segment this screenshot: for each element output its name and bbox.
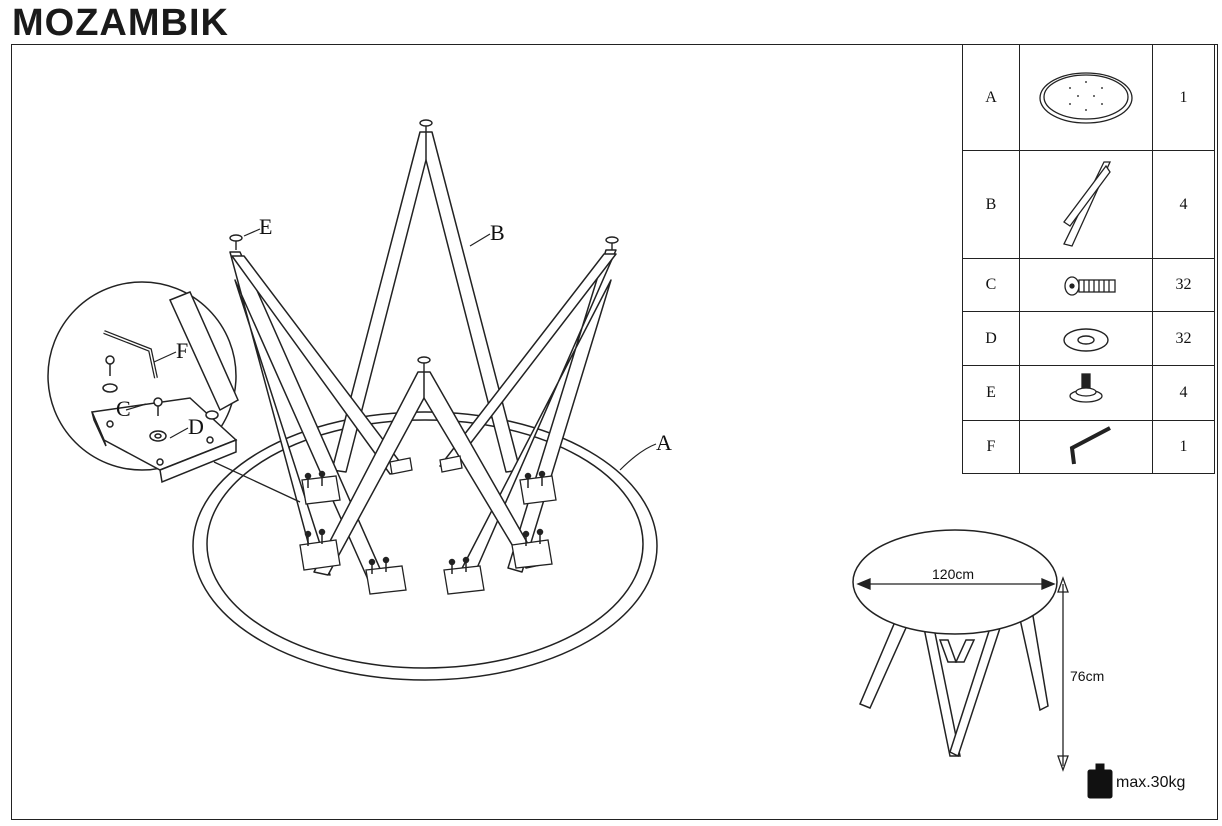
part-letter: B (962, 150, 1020, 259)
part-quantity: 32 (1152, 258, 1215, 312)
max-load-label: max.30kg (1116, 774, 1186, 791)
part-quantity: 4 (1152, 365, 1215, 421)
weight-icon (1087, 763, 1113, 799)
diagram-frame (11, 44, 1218, 820)
foot-glides-drawing (229, 119, 619, 372)
tabletop-drawing (192, 411, 658, 681)
callout-c: C (116, 396, 131, 421)
parts-table: A 1 B 4 C 32 D 32 E 4 F 1 (962, 44, 1215, 474)
part-quantity: 1 (1152, 44, 1215, 151)
mounting-plates-drawing (299, 455, 557, 595)
callout-leaders (125, 228, 657, 471)
height-dimension: 76cm (1070, 668, 1105, 684)
parts-row-c: C 32 (962, 258, 1215, 312)
part-quantity: 32 (1152, 311, 1215, 366)
callout-f: F (176, 338, 189, 363)
parts-row-f: F 1 (962, 420, 1215, 474)
legs-drawing (229, 131, 617, 585)
callout-e: E (259, 214, 273, 239)
callout-a: A (656, 430, 672, 455)
parts-row-e: E 4 (962, 365, 1215, 421)
parts-row-a: A 1 (962, 44, 1215, 151)
callout-b: B (490, 220, 505, 245)
detail-circle-drawing (47, 281, 301, 503)
parts-row-d: D 32 (962, 311, 1215, 366)
part-picture (1019, 365, 1153, 421)
product-title: MOZAMBIK (12, 2, 229, 44)
part-letter: D (962, 311, 1020, 366)
part-picture (1019, 420, 1153, 474)
width-dimension: 120cm (932, 566, 975, 582)
part-letter: A (962, 44, 1020, 151)
part-letter: E (962, 365, 1020, 421)
part-letter: C (962, 258, 1020, 312)
part-picture (1019, 258, 1153, 312)
part-quantity: 1 (1152, 420, 1215, 474)
callout-d: D (188, 414, 204, 439)
screws-drawing (304, 470, 546, 574)
part-picture (1019, 44, 1153, 151)
part-picture (1019, 150, 1153, 259)
side-view-drawing (852, 529, 1058, 758)
dimension-arrows (856, 576, 1069, 772)
parts-row-b: B 4 (962, 150, 1215, 259)
part-letter: F (962, 420, 1020, 474)
part-picture (1019, 311, 1153, 366)
part-quantity: 4 (1152, 150, 1215, 259)
